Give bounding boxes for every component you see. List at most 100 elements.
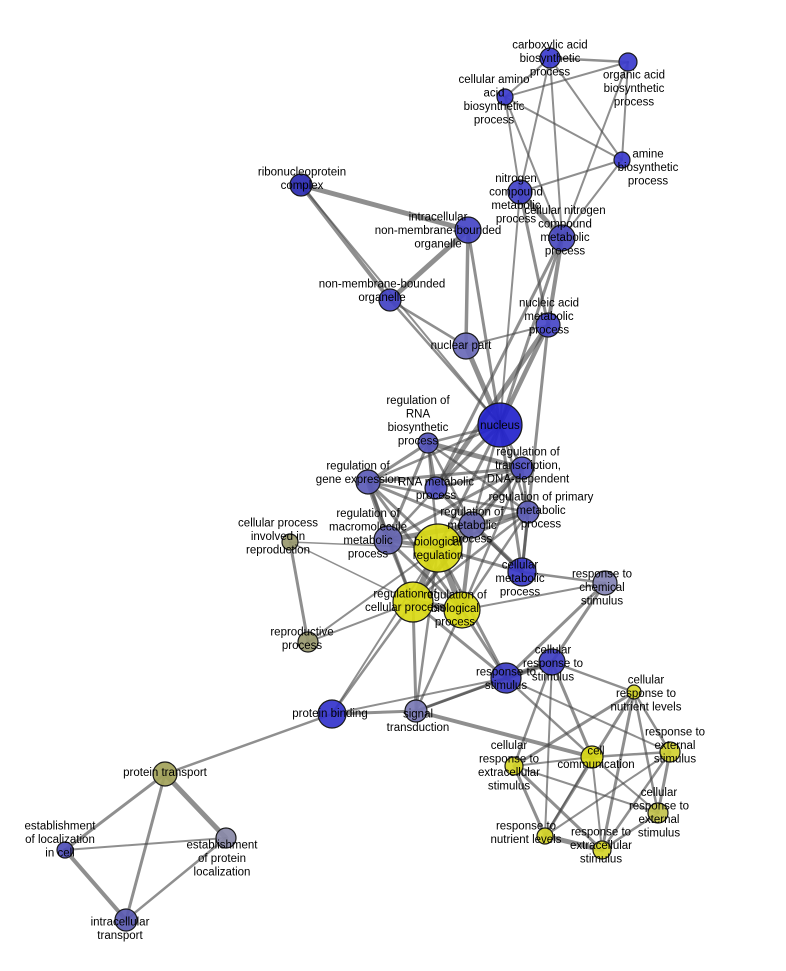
graph-edge	[414, 709, 594, 759]
graph-edge	[388, 298, 502, 427]
graph-node-organic[interactable]	[618, 52, 638, 72]
graph-node-estprotloc[interactable]	[215, 827, 237, 849]
graph-node-amine[interactable]	[613, 151, 631, 169]
graph-node-cellmet[interactable]	[507, 557, 537, 587]
graph-edge	[549, 57, 623, 161]
graph-node-crext[interactable]	[647, 802, 669, 824]
graph-edge	[386, 441, 430, 542]
graph-node-regtrans[interactable]	[510, 456, 534, 480]
graph-edge	[298, 182, 471, 233]
graph-edge	[288, 540, 310, 644]
graph-node-respnutrient[interactable]	[536, 827, 554, 845]
graph-edge	[434, 466, 524, 490]
graph-node-reprod[interactable]	[297, 631, 319, 653]
graph-node-nitrogen[interactable]	[507, 179, 533, 205]
graph-edge	[289, 541, 439, 549]
graph-node-nmbo[interactable]	[378, 288, 402, 312]
graph-node-regmet[interactable]	[458, 511, 486, 539]
graph-edge	[330, 600, 415, 716]
graph-edge	[632, 690, 660, 815]
graph-edge	[561, 159, 623, 239]
graph-edge	[331, 677, 507, 715]
graph-node-protbind[interactable]	[317, 699, 347, 729]
graph-edge	[590, 750, 672, 759]
graph-node-nucpart[interactable]	[452, 332, 480, 360]
graph-node-cnitrogen[interactable]	[548, 224, 576, 252]
graph-node-estloccell[interactable]	[56, 841, 74, 859]
graph-edge	[504, 96, 623, 161]
graph-node-nucacid[interactable]	[535, 312, 561, 338]
graph-edge	[513, 756, 593, 767]
graph-node-camino[interactable]	[496, 88, 514, 106]
graph-edge	[466, 228, 502, 427]
graph-edge	[542, 833, 605, 853]
graph-node-respext[interactable]	[659, 741, 681, 763]
graph-node-respextracell[interactable]	[592, 840, 612, 860]
graph-edge	[550, 660, 636, 694]
graph-edge	[366, 466, 524, 484]
graph-edge	[512, 660, 554, 768]
graph-edge	[518, 190, 550, 327]
graph-node-inmbo[interactable]	[454, 216, 482, 244]
graph-node-crextracell[interactable]	[504, 756, 524, 776]
graph-edge	[289, 541, 414, 603]
graph-edge	[600, 811, 660, 852]
graph-edge	[504, 61, 629, 98]
graph-node-cpreprod[interactable]	[281, 533, 299, 551]
graph-node-respchem[interactable]	[592, 570, 618, 596]
graph-edge	[504, 96, 521, 193]
graph-edge	[124, 836, 228, 922]
graph-edge	[600, 750, 672, 852]
graph-node-regprim[interactable]	[516, 500, 540, 524]
graph-edge	[549, 57, 563, 239]
graph-edge	[461, 582, 606, 611]
graph-edge	[387, 227, 471, 303]
graph-edge	[64, 837, 227, 851]
graph-node-regmacro[interactable]	[373, 525, 403, 555]
graph-edge	[162, 771, 229, 841]
graph-edge	[331, 547, 439, 715]
graph-edge	[621, 61, 629, 161]
graph-edge	[600, 690, 636, 852]
graph-edge	[512, 690, 636, 768]
graph-edge	[512, 764, 547, 838]
graph-edge	[464, 228, 470, 348]
nodes-layer	[56, 47, 681, 932]
graph-edge	[425, 440, 525, 471]
graph-edge	[550, 581, 607, 664]
graph-node-regcell[interactable]	[392, 581, 434, 623]
graph-edge	[498, 423, 524, 574]
graph-edge	[632, 690, 672, 754]
graph-node-cellcomm[interactable]	[580, 745, 604, 769]
graph-edge	[548, 56, 630, 64]
graph-edge	[388, 298, 468, 348]
graph-node-cellresp[interactable]	[538, 648, 566, 676]
graph-node-reggene[interactable]	[355, 469, 381, 495]
graph-edge	[504, 96, 563, 239]
graph-node-prottrans[interactable]	[152, 761, 178, 787]
graph-node-intratrans[interactable]	[114, 908, 138, 932]
graph-edge	[519, 159, 623, 193]
graph-node-sigtrans[interactable]	[404, 699, 428, 723]
graph-node-crnutrient[interactable]	[626, 684, 642, 700]
graph-edge	[163, 712, 334, 776]
graph-node-regrna[interactable]	[417, 432, 439, 454]
graph-edge	[307, 547, 439, 643]
graph-node-rnamet[interactable]	[424, 476, 448, 500]
graph-edge	[414, 546, 440, 713]
graph-edge	[546, 236, 564, 327]
graph-edge	[124, 772, 167, 922]
graph-edge	[460, 510, 530, 612]
graph-node-rnp[interactable]	[289, 173, 313, 197]
graph-node-nucleus[interactable]	[477, 402, 523, 448]
graph-node-regbio[interactable]	[443, 591, 481, 629]
graph-edge	[544, 751, 671, 837]
graph-edge	[63, 848, 128, 922]
graph-edge	[519, 57, 551, 193]
graph-node-carbox[interactable]	[539, 47, 561, 69]
graph-node-bioreg[interactable]	[413, 523, 463, 573]
graph-node-respstim[interactable]	[490, 662, 522, 694]
